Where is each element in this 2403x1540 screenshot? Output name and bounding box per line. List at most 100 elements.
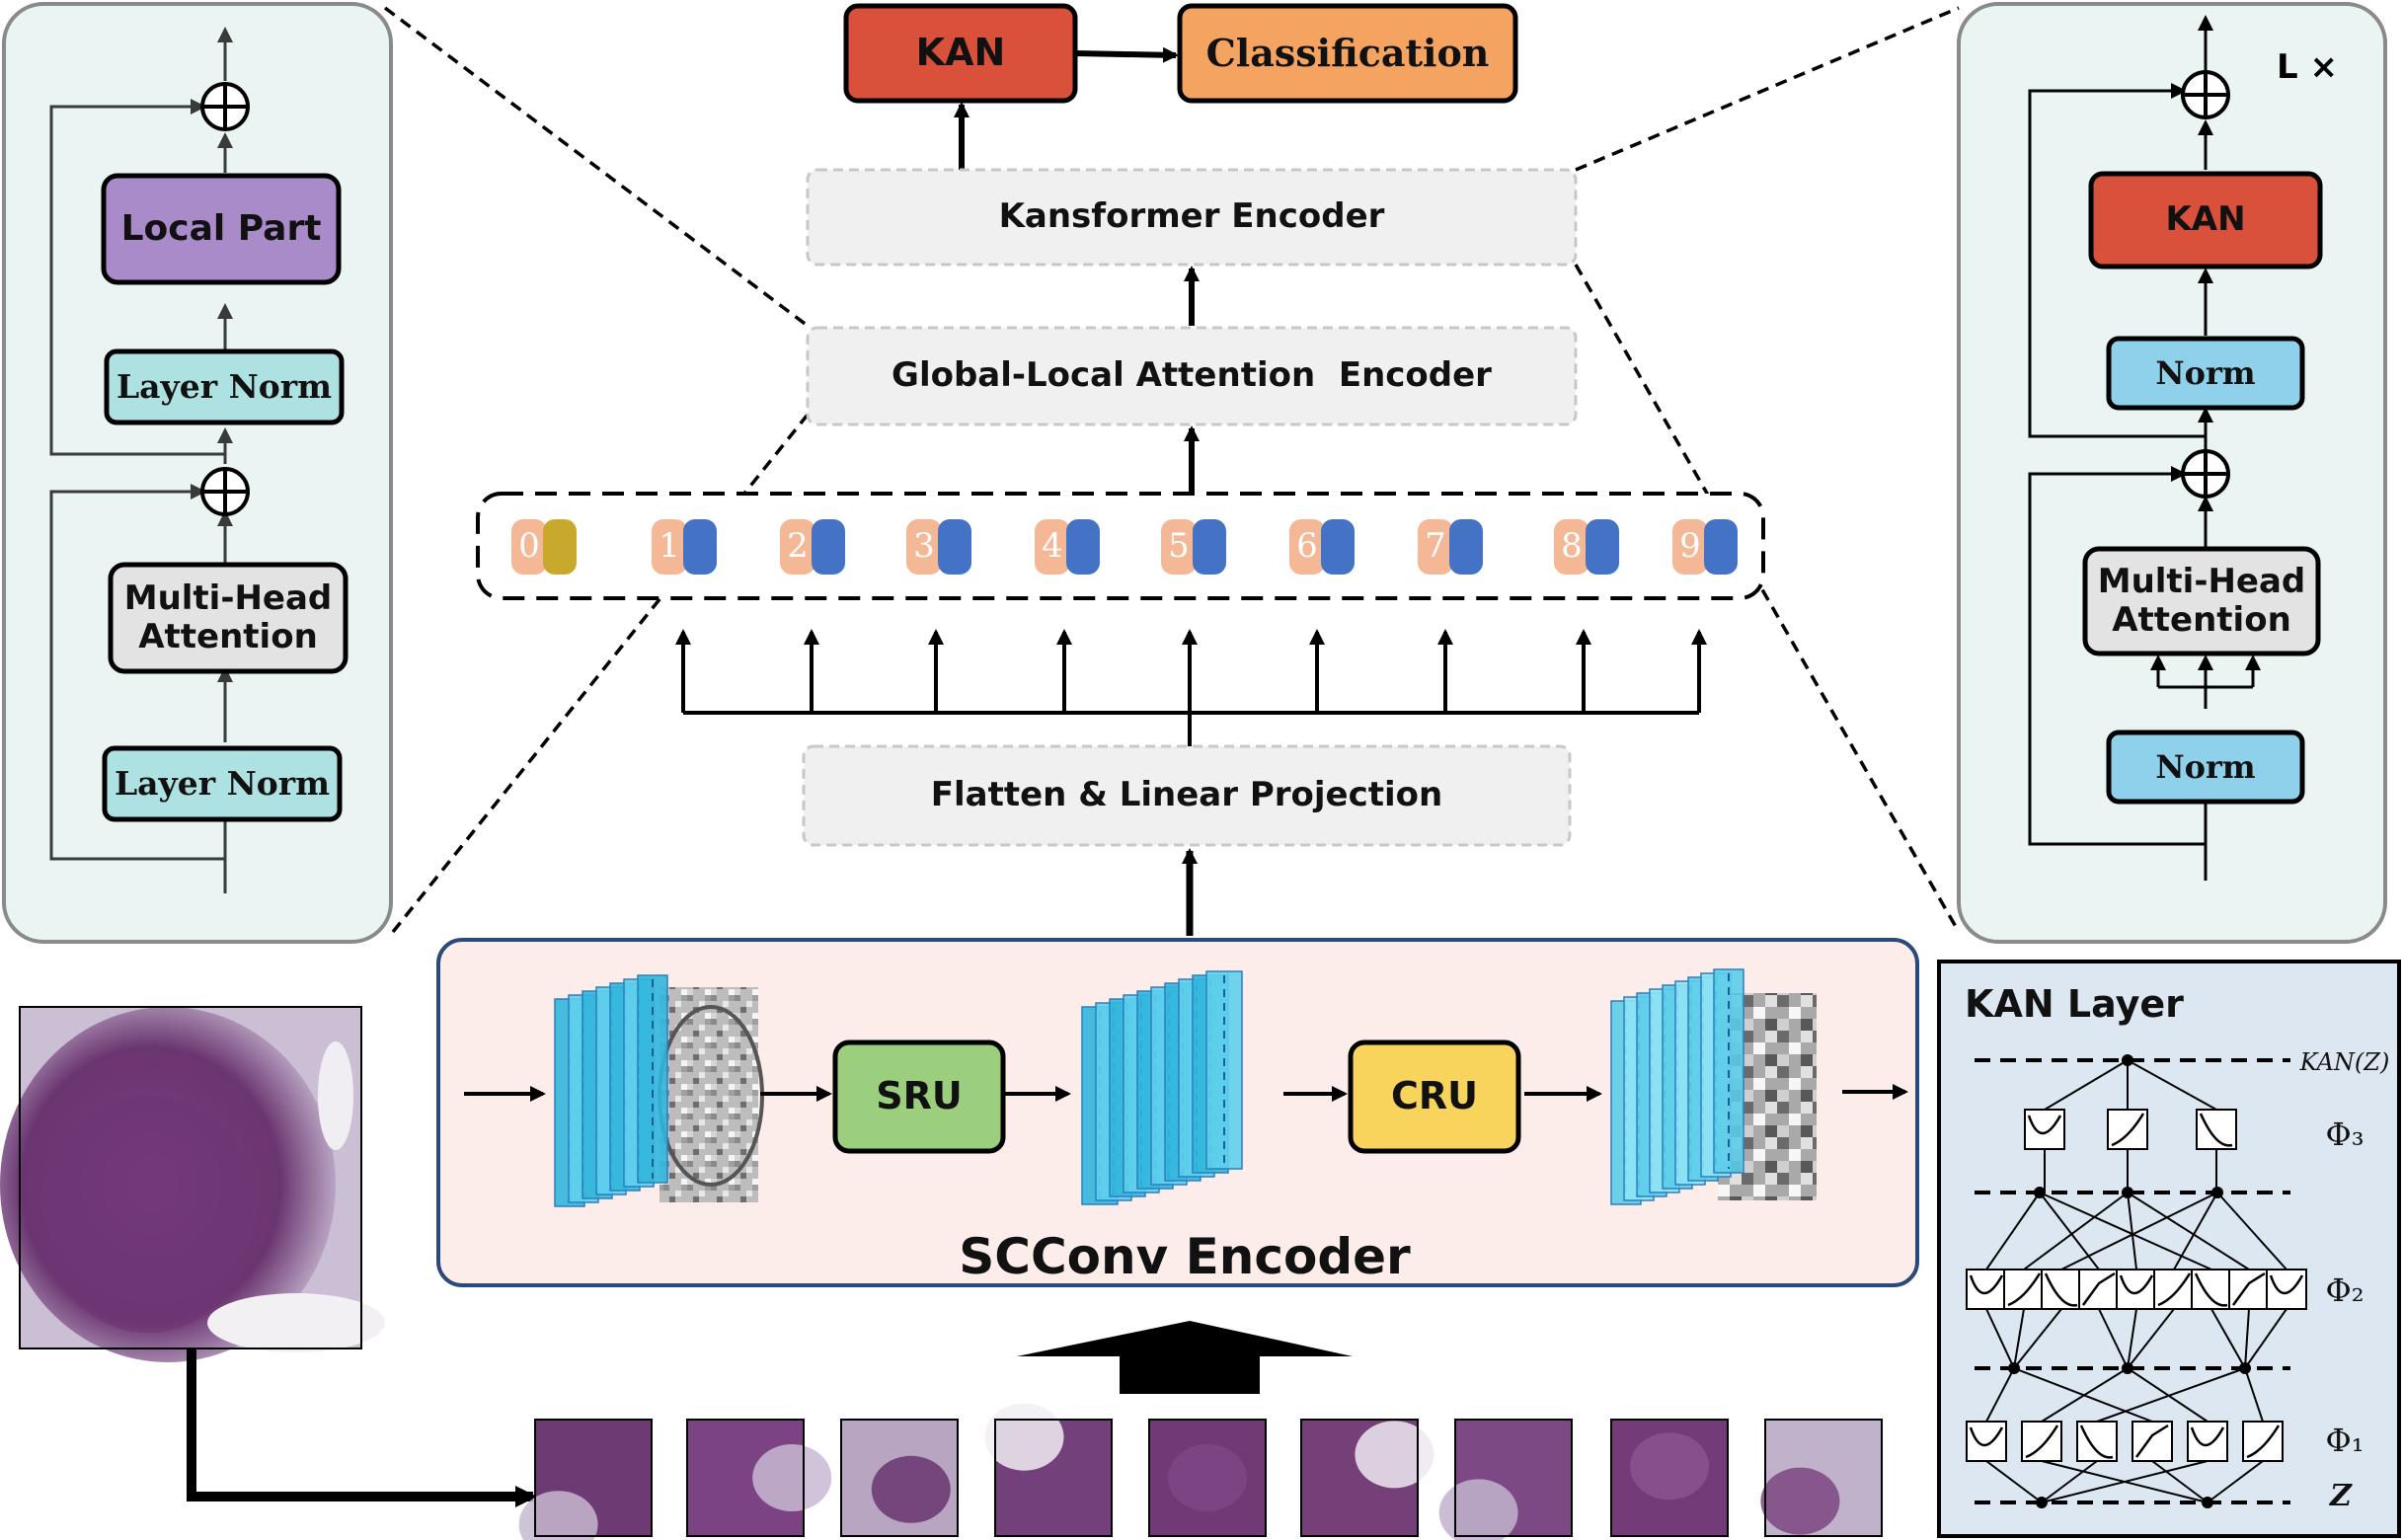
layer-norm-box <box>104 348 345 425</box>
residual-connection <box>49 484 225 861</box>
z-symbol: Z <box>2330 1478 2352 1513</box>
activation-function-icon <box>2153 1269 2195 1310</box>
image-patch <box>984 1403 1113 1537</box>
token-6 <box>1289 519 1355 575</box>
multi-head-attention-label: Multi-Head Attention <box>2085 549 2318 654</box>
feature-map-middle <box>1081 970 1243 1205</box>
token-2 <box>780 519 845 575</box>
token-7 <box>1418 519 1483 575</box>
kan-label: KAN <box>2165 199 2246 240</box>
projection-fanout <box>675 629 1707 746</box>
phi2-symbol: Φ₂ <box>2325 1270 2364 1309</box>
scconv-encoder <box>436 938 1919 1287</box>
input-cell-image <box>0 1006 385 1362</box>
image-patch <box>1610 1419 1729 1537</box>
sru-label: SRU <box>876 1074 963 1118</box>
feature-channel <box>1205 970 1243 1170</box>
residual-connection <box>49 99 225 456</box>
mha-line1: Multi-Head <box>123 578 333 618</box>
node-dot <box>2036 1497 2048 1508</box>
classification-box <box>1177 3 1518 104</box>
activation-function-icon <box>2076 1421 2118 1462</box>
activation-function-icon <box>2078 1269 2120 1310</box>
image-patch <box>686 1419 832 1537</box>
layer-norm-label: Layer Norm <box>114 764 331 804</box>
token-0 <box>511 519 577 575</box>
mha-line1: Multi-Head <box>2097 561 2306 601</box>
image-patch <box>840 1419 959 1537</box>
local-part-label: Local Part <box>120 208 322 250</box>
feature-map-output <box>1610 968 1817 1205</box>
token-number: 7 <box>1425 526 1446 567</box>
multi-head-attention-box <box>108 562 349 674</box>
phi1-symbol: Φ₁ <box>2325 1421 2364 1459</box>
image-patch <box>1148 1419 1267 1537</box>
kan-layer-title: KAN Layer <box>1965 982 2184 1027</box>
token-1 <box>652 519 717 575</box>
token-number: 9 <box>1679 526 1701 567</box>
node-dot <box>2202 1497 2213 1508</box>
mha-line2: Attention <box>138 617 318 656</box>
right-encoder-panel <box>1957 2 2387 944</box>
left-encoder-panel <box>2 2 393 944</box>
token-8 <box>1554 519 1619 575</box>
activation-function-icon <box>2132 1421 2173 1462</box>
token-3 <box>906 519 971 575</box>
activation-function-icon <box>2116 1269 2157 1310</box>
scconv-title: SCConv Encoder <box>959 1228 1411 1286</box>
zoom-lines <box>383 6 1961 934</box>
multi-head-attention-box <box>2082 546 2321 656</box>
norm-box <box>2106 336 2305 411</box>
flatten-projection-box <box>802 744 1572 847</box>
activation-function-icon <box>2041 1269 2082 1310</box>
layer-norm-label: Layer Norm <box>116 367 333 407</box>
residual-connection <box>2028 466 2206 846</box>
multi-head-attention-label: Multi-Head Attention <box>111 565 346 671</box>
residual-connection <box>2028 83 2206 438</box>
input-arrow <box>1017 1321 1353 1394</box>
add-icon <box>2181 70 2230 119</box>
token-4 <box>1035 519 1100 575</box>
activation-function-icon <box>2196 1109 2237 1150</box>
activation-function-icon <box>2021 1421 2062 1462</box>
token-number: 0 <box>518 526 540 567</box>
classification-label: Classification <box>1205 31 1490 76</box>
kan-output-symbol: KAN(Z) <box>2299 1048 2390 1077</box>
feature-map-input <box>554 974 764 1207</box>
kansformer-encoder-box <box>806 168 1578 267</box>
token-number: 6 <box>1296 526 1318 567</box>
kansformer-encoder-label: Kansformer Encoder <box>998 196 1385 237</box>
token-number: 8 <box>1561 526 1583 567</box>
add-icon <box>200 467 250 516</box>
add-icon <box>200 82 250 131</box>
activation-function-icon <box>2242 1421 2284 1462</box>
activation-function-icon <box>2107 1109 2148 1150</box>
token-sequence <box>476 492 1765 600</box>
norm-label: Norm <box>2155 353 2256 392</box>
repeat-label: L × <box>2277 47 2338 88</box>
activation-function-icon <box>2187 1421 2228 1462</box>
token-number: 2 <box>787 526 809 567</box>
image-patch <box>1300 1419 1434 1537</box>
token-number: 4 <box>1042 526 1063 567</box>
node-dot <box>2122 1054 2133 1066</box>
phi3-symbol: Φ₃ <box>2325 1115 2364 1153</box>
norm-label: Norm <box>2155 747 2256 786</box>
mha-line2: Attention <box>2112 600 2291 640</box>
norm-box <box>2106 730 2305 805</box>
image-patches <box>518 1403 1883 1540</box>
token-9 <box>1672 519 1738 575</box>
activation-function-icon <box>1966 1421 2007 1462</box>
kan-layer-panel <box>1937 960 2401 1538</box>
cru-label: CRU <box>1390 1074 1478 1118</box>
global-local-encoder-label: Global-Local Attention Encoder <box>891 355 1492 396</box>
activation-function-icon <box>2024 1109 2065 1150</box>
activation-function-icon <box>2191 1269 2232 1310</box>
kan-output-label: KAN <box>915 31 1006 75</box>
token-number: 1 <box>659 526 680 567</box>
top-flow <box>806 3 1578 494</box>
kan-box <box>2088 171 2323 270</box>
local-part-box <box>101 173 342 285</box>
patch-arrow <box>187 1348 537 1507</box>
